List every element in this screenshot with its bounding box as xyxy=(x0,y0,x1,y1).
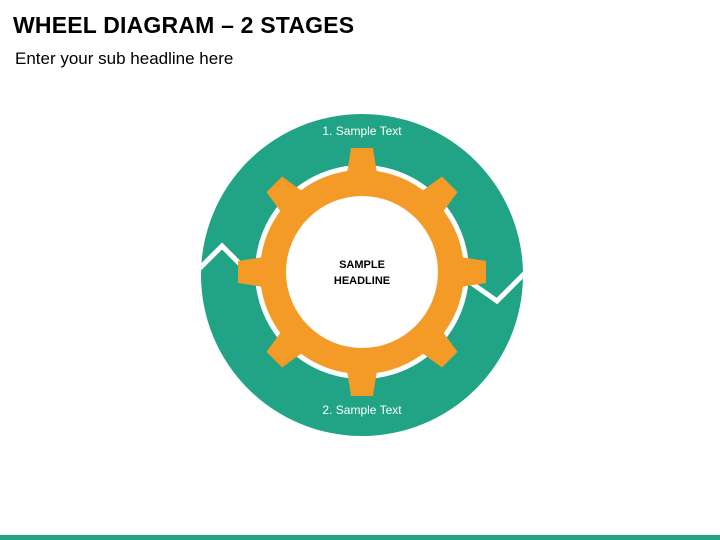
gear-tooth xyxy=(415,176,458,219)
stage-2-label: 2. Sample Text xyxy=(322,403,402,417)
center-headline-line-1: SAMPLE xyxy=(339,259,385,271)
gear-tooth xyxy=(266,325,309,368)
bottom-accent-bar xyxy=(0,535,720,540)
gear-tooth xyxy=(346,148,378,180)
page-title: WHEEL DIAGRAM – 2 STAGES xyxy=(13,12,355,38)
gear-tooth xyxy=(266,176,309,219)
gear-tooth xyxy=(238,256,270,288)
stage-1-label: 1. Sample Text xyxy=(322,124,402,138)
gear-tooth xyxy=(454,256,486,288)
gear-tooth xyxy=(346,364,378,396)
gear-hole xyxy=(286,196,438,348)
gear-tooth xyxy=(415,325,458,368)
center-headline-line-2: HEADLINE xyxy=(334,275,390,287)
page-subtitle: Enter your sub headline here xyxy=(15,49,234,68)
gear-icon xyxy=(238,148,486,396)
